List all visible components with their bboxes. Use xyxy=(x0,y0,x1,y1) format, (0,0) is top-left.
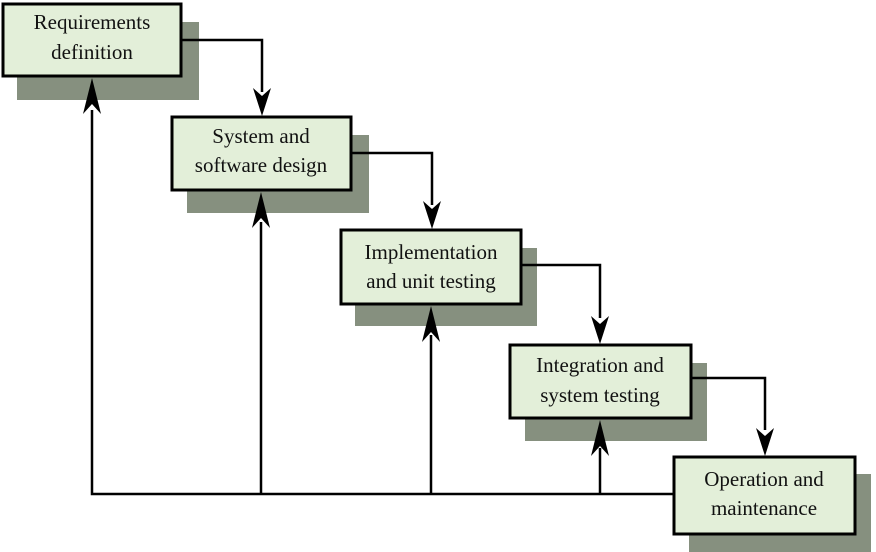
stage-labels: Requirements definition System and softw… xyxy=(34,10,825,520)
stage-5-label-line-1: Operation and xyxy=(704,467,824,491)
stage-3-label-line-1: Implementation xyxy=(365,240,498,264)
arrowhead-up-stage-3 xyxy=(422,306,440,342)
arrowhead-up-stage-4 xyxy=(591,420,609,456)
arrowhead-down-stage-2 xyxy=(253,88,271,116)
arrowhead-up-stage-2 xyxy=(252,192,270,228)
stage-3-label-line-2: and unit testing xyxy=(366,269,496,293)
arrowhead-up-stage-1 xyxy=(83,78,101,114)
flow-line-4-to-5 xyxy=(691,376,767,430)
stage-2-label-line-1: System and xyxy=(212,124,310,148)
stage-4-label-line-2: system testing xyxy=(540,383,660,407)
arrowhead-down-stage-5 xyxy=(756,428,774,456)
arrowhead-down-stage-3 xyxy=(423,201,441,229)
feedback-bottom-line xyxy=(90,110,673,496)
arrowheads xyxy=(83,78,774,456)
stage-2-box xyxy=(170,115,353,192)
forward-lines xyxy=(181,38,767,430)
stage-3-box xyxy=(339,228,523,306)
flow-line-2-to-3 xyxy=(351,151,434,205)
stage-1-label-line-1: Requirements xyxy=(34,10,151,34)
stage-2-label-line-2: software design xyxy=(195,153,328,177)
arrowhead-down-stage-4 xyxy=(591,316,609,344)
stage-4-box xyxy=(508,343,693,420)
stage-5-box xyxy=(672,455,857,536)
stage-5-label-line-2: maintenance xyxy=(711,496,817,520)
flow-line-3-to-4 xyxy=(521,263,602,318)
stage-1-box xyxy=(1,2,183,78)
stage-4-label-line-1: Integration and xyxy=(536,353,664,377)
feedback-lines xyxy=(90,110,673,496)
flow-line-1-to-2 xyxy=(181,38,264,92)
stage-1-label-line-2: definition xyxy=(51,40,133,64)
stage-boxes xyxy=(1,2,857,536)
